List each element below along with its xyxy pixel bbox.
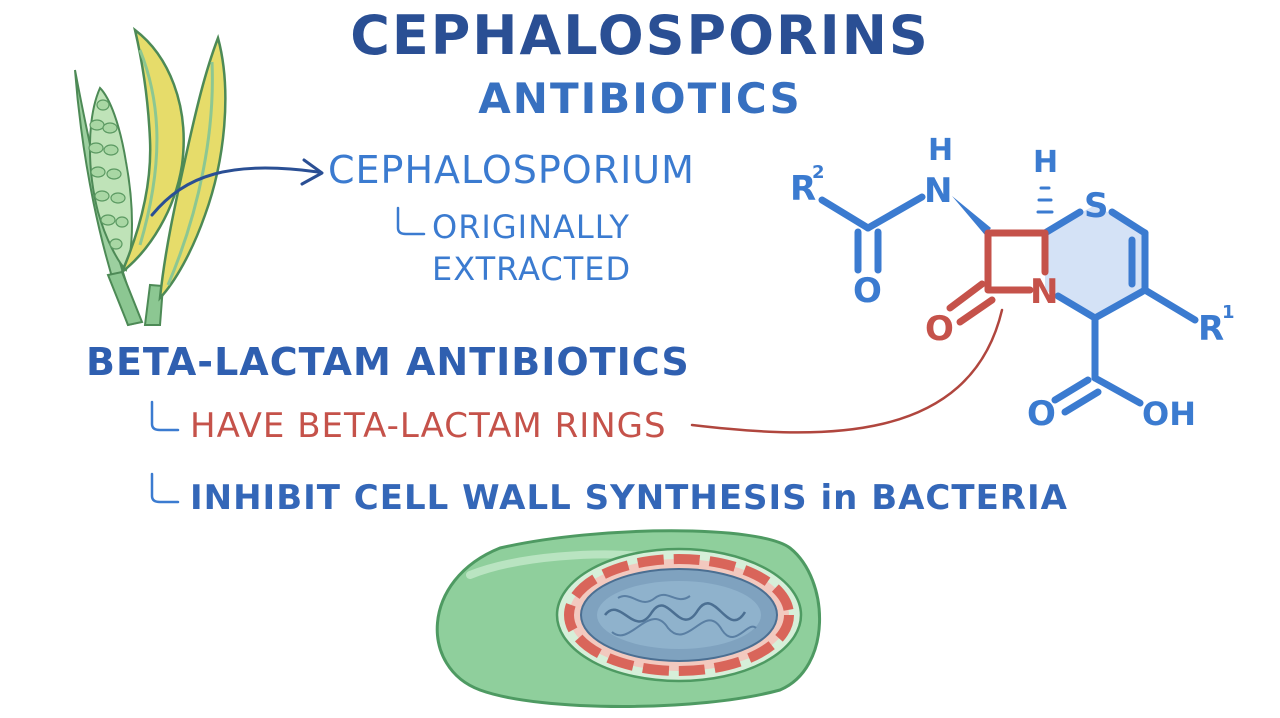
arrow-head — [300, 158, 324, 186]
sulfur-label: S — [1084, 186, 1109, 226]
page-subtitle: ANTIBIOTICS — [478, 74, 802, 123]
beta-lactam-ring — [946, 229, 1049, 326]
bacterium-illustration — [435, 529, 821, 708]
genus-label: CEPHALOSPORIUM — [328, 148, 695, 192]
wedge-bond — [952, 196, 991, 235]
hashed-bond — [1036, 186, 1054, 214]
plant-arrow — [150, 166, 320, 217]
bracket-cellwall — [150, 472, 180, 504]
acid-o-label: O — [1027, 394, 1056, 434]
ring-n-label: N — [1030, 272, 1058, 312]
source-note-line-1: ORIGINALLY — [432, 208, 630, 246]
bracket-orig — [396, 206, 426, 236]
amide-h-label: H — [928, 133, 953, 168]
r2-label: R — [790, 169, 816, 209]
dihydrothiazine-ring — [1045, 205, 1145, 318]
class-heading: BETA-LACTAM ANTIBIOTICS — [86, 340, 690, 384]
stereo-h-label: H — [1033, 145, 1058, 180]
cephalosporin-structure: R 2 H N O H S N O R 1 O OH — [790, 133, 1235, 434]
amide-n-label: N — [924, 171, 952, 211]
class-point-cell-wall: INHIBIT CELL WALL SYNTHESIS in BACTERIA — [190, 478, 1068, 518]
bracket-rings — [150, 400, 180, 432]
r1-superscript: 1 — [1222, 302, 1235, 323]
ring-link-curve — [690, 308, 1004, 434]
class-point-rings: HAVE BETA-LACTAM RINGS — [190, 406, 667, 446]
source-note-line-2: EXTRACTED — [432, 250, 632, 288]
r2-superscript: 2 — [812, 162, 825, 183]
page-title: CEPHALOSPORINS — [350, 4, 930, 67]
plant-illustration — [74, 26, 227, 327]
lactam-o-label: O — [925, 309, 954, 349]
r1-label: R — [1198, 309, 1224, 349]
amide-o-label: O — [853, 271, 882, 311]
acid-oh-label: OH — [1142, 395, 1196, 433]
